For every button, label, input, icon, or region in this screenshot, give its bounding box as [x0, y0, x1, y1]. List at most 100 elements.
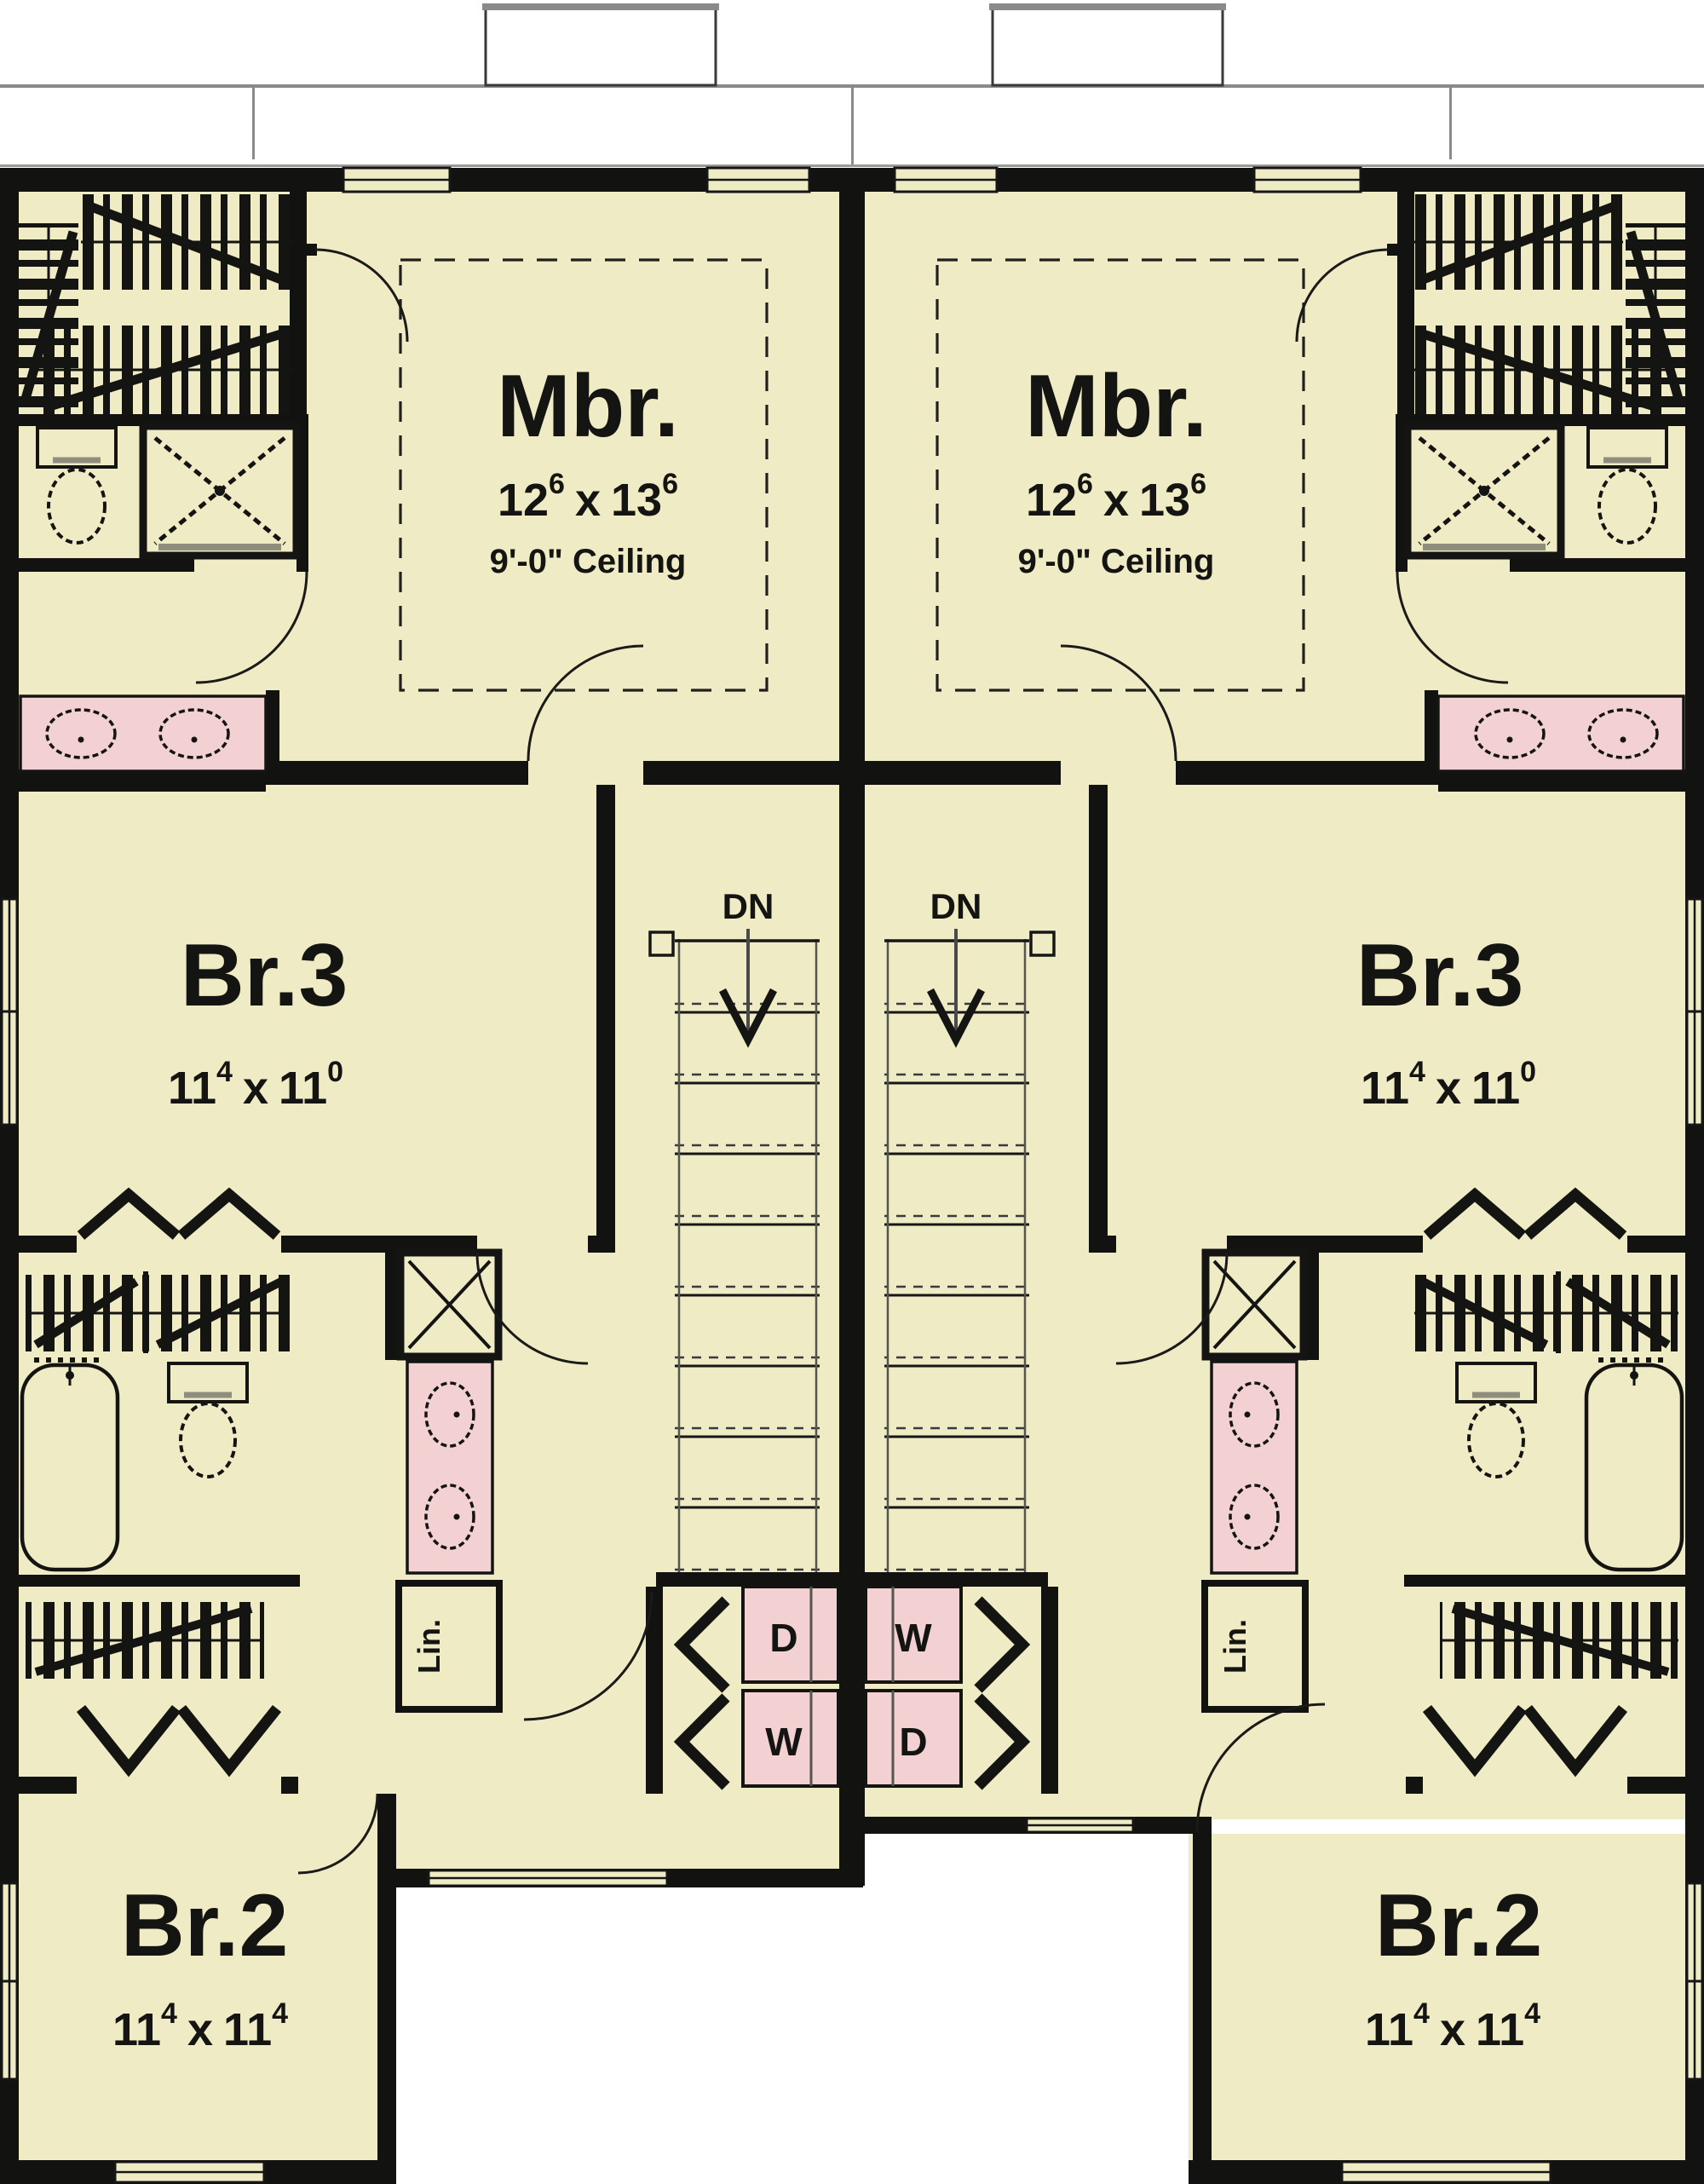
tub-right	[1584, 1357, 1684, 1572]
sink	[1587, 708, 1659, 759]
vanity-left-master	[19, 694, 268, 773]
ceiling-outline-right-mbr	[935, 258, 1305, 692]
room-label-left-mbr: Mbr.	[497, 357, 679, 456]
door-arc-right-hall	[1195, 1703, 1326, 1833]
room-label-right-br2: Br.2	[1375, 1876, 1543, 1975]
wall-R-vanity-south	[1438, 769, 1704, 792]
shelf-box-left	[396, 1248, 503, 1361]
tub-left	[20, 1357, 120, 1572]
down-arrow-left	[719, 929, 777, 1048]
door-arc-right-suite	[1060, 644, 1177, 762]
window-bottom-left-br2	[113, 2160, 266, 2184]
wall-L-laundry-west	[646, 1587, 663, 1794]
linen-label-left: Lin.	[412, 1619, 446, 1674]
wall-L-bath2-south	[19, 1575, 300, 1587]
bifold-left-laundry-a	[673, 1596, 730, 1693]
wall-R-br3-south-b	[1227, 1236, 1423, 1253]
window-left-br2	[0, 1881, 19, 2081]
laundry-label-left-bottom: W	[765, 1720, 803, 1764]
wall-L-br3-south-a	[19, 1236, 77, 1253]
window-top-1	[342, 166, 452, 193]
wall-L-suite-south-b	[643, 761, 839, 785]
closet-left-master	[19, 194, 294, 416]
sink	[424, 1484, 475, 1550]
laundry-left	[741, 1585, 840, 1788]
roof-valley-line-center	[851, 84, 854, 164]
wall-L-br3-south-b	[281, 1236, 477, 1253]
wall-L-br3-east	[596, 785, 615, 1253]
ceiling-note-right: 9'-0" Ceiling	[1018, 543, 1215, 580]
window-left-hall-south	[427, 1869, 669, 1887]
wall-R-br3-west	[1089, 785, 1108, 1253]
wall-L-br2-north-a	[19, 1777, 77, 1794]
linen-label-right: Lin.	[1218, 1619, 1252, 1674]
door-arc-left-hallbath	[475, 1252, 589, 1365]
wall-R-stairs-south	[865, 1572, 1048, 1587]
toilet-right-hallbath	[1455, 1362, 1537, 1478]
shelf-box-right	[1201, 1248, 1308, 1361]
window-right-br3	[1685, 897, 1704, 1127]
wall-R-bath-south	[1510, 558, 1685, 572]
door-arc-right-mbr	[1295, 248, 1390, 343]
wall-right-br2-west	[1193, 1817, 1212, 2184]
dryer-box	[741, 1585, 840, 1684]
wall-R-suite-south-a	[1176, 761, 1438, 785]
room-label-right-br3: Br.3	[1356, 926, 1524, 1025]
fixtures-left-unit	[19, 422, 840, 1788]
linen-right	[1201, 1580, 1309, 1713]
bifold-left-br3-b	[177, 1187, 281, 1240]
newel-post-left	[648, 931, 675, 957]
closet-hatches	[19, 194, 1685, 1679]
stair-label-left: DN	[722, 886, 774, 926]
closet-left-br2	[26, 1602, 264, 1679]
door-arc-left-hall	[523, 1591, 653, 1721]
fixtures-right-unit	[864, 422, 1685, 1788]
closet-right-br3	[1414, 1275, 1678, 1351]
window-right-br2	[1685, 1881, 1704, 2081]
wall-R-laundry-east	[1041, 1587, 1058, 1794]
vanity-right-master	[1436, 694, 1685, 773]
wall-L-br2-north-b	[281, 1777, 298, 1794]
sink	[1474, 708, 1546, 759]
toilet-left-master	[36, 426, 118, 545]
vanity-right-hallbath	[1210, 1360, 1298, 1575]
wall-L-mbr-door-header	[290, 244, 317, 256]
bifold-right-br2-b	[1523, 1704, 1628, 1778]
bifold-right-br3-a	[1423, 1187, 1527, 1240]
dryer-box	[864, 1689, 963, 1788]
wall-L-br3-south-c	[588, 1236, 615, 1253]
toilet-left-hallbath	[167, 1362, 249, 1478]
shower-right-master	[1403, 422, 1565, 560]
doors	[195, 248, 1509, 1875]
vanity-left-hallbath	[406, 1360, 494, 1575]
bifold-right-laundry-b	[974, 1693, 1031, 1790]
room-label-left-br2: Br.2	[121, 1876, 289, 1975]
wall-L-bath-south	[19, 558, 194, 572]
shower-left-master	[139, 422, 301, 560]
washer-box	[741, 1689, 840, 1788]
bifold-left-br2-a	[76, 1704, 181, 1778]
wall-R-mbr-door-header	[1387, 244, 1414, 256]
sink	[158, 708, 230, 759]
closet-left-br3	[26, 1275, 290, 1351]
sink	[1229, 1381, 1280, 1448]
bifold-left-laundry-b	[673, 1693, 730, 1790]
door-arc-right-masterbath	[1396, 571, 1509, 684]
dormer-right	[989, 3, 1226, 87]
laundry-label-right-bottom: D	[899, 1720, 927, 1764]
door-arc-left-mbr	[314, 248, 409, 343]
roof-valley-line-left	[252, 84, 255, 159]
wall-right	[1685, 168, 1704, 2184]
laundry-label-right-top: W	[895, 1616, 932, 1660]
floor-right-br2	[1189, 1834, 1697, 2177]
bifold-right-br3-b	[1523, 1187, 1627, 1240]
sink	[424, 1381, 475, 1448]
ceiling-note-left: 9'-0" Ceiling	[490, 543, 687, 580]
stairs-right	[884, 929, 1056, 1572]
